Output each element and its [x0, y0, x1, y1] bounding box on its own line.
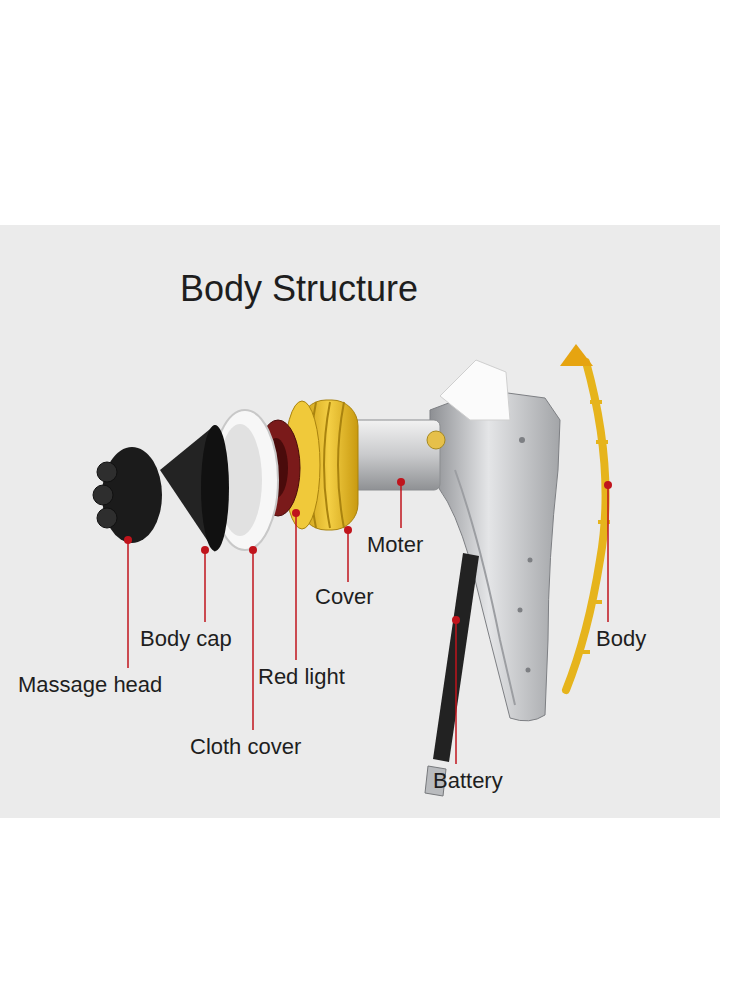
housing-holes	[518, 437, 533, 673]
massage-head-nodes	[93, 462, 117, 528]
background-panel	[0, 225, 720, 818]
motor-shaft	[427, 431, 445, 449]
part-label: Cover	[315, 584, 374, 609]
part-label: Body cap	[140, 626, 232, 651]
part-label: Massage head	[18, 672, 162, 697]
body-strip-tabs	[578, 400, 610, 654]
part-label: Red light	[258, 664, 345, 689]
part-label: Battery	[433, 768, 503, 793]
motor-can	[350, 420, 440, 490]
part-label: Moter	[367, 532, 423, 557]
part-label: Body	[596, 626, 646, 651]
leader-lines	[128, 482, 608, 764]
part-label: Cloth cover	[190, 734, 301, 759]
title: Body Structure	[180, 268, 418, 309]
body-tip	[560, 344, 593, 366]
body-cap-rim	[201, 425, 229, 551]
top-cap	[440, 360, 510, 420]
leader-dots	[124, 478, 612, 624]
